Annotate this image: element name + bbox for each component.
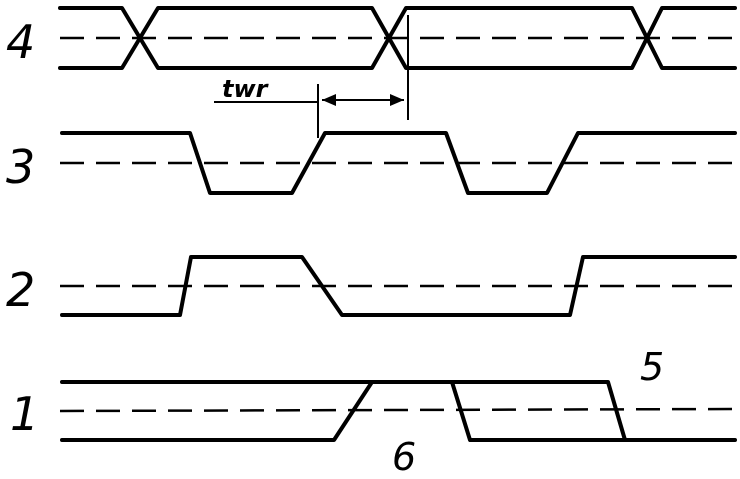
- row-3-signal: [60, 131, 737, 195]
- row-1-trace-b: [60, 380, 627, 442]
- row-4-lower-trace: [58, 6, 737, 70]
- row-2-trace: [60, 255, 737, 317]
- twr-right-arrow-icon: [390, 94, 404, 106]
- row-2-signal: [60, 255, 737, 317]
- row-label-2: 2: [6, 263, 35, 317]
- row-label-4: 4: [6, 15, 35, 69]
- row-label-3: 3: [6, 140, 35, 194]
- twr-left-arrow-icon: [322, 94, 336, 106]
- row-1-reference-line: [59, 407, 736, 413]
- annotation-5: 5: [640, 345, 664, 389]
- annotation-6: 6: [392, 435, 416, 479]
- row-label-1: 1: [10, 387, 39, 441]
- row-4-signal: [58, 6, 737, 120]
- row-1-signal: [59, 380, 737, 442]
- row-1-trace-a: [60, 380, 737, 442]
- row-3-trace: [60, 131, 737, 195]
- twr-label: twr: [222, 75, 270, 103]
- twr-interval: twr: [214, 75, 404, 138]
